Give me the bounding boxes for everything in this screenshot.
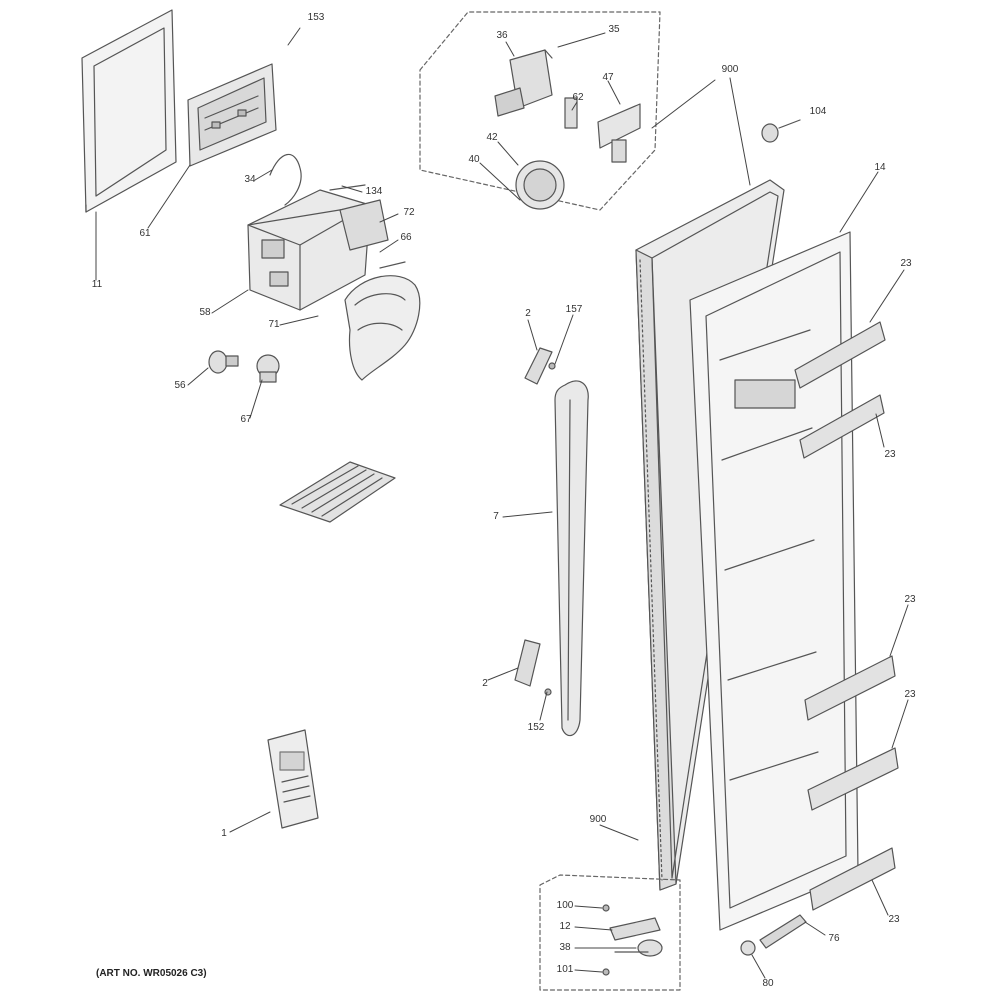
callout-42: 42 (486, 132, 498, 143)
callout-62: 62 (572, 92, 584, 103)
callout-100: 100 (556, 900, 574, 911)
callout-2-lower: 2 (482, 678, 488, 689)
callout-23-e: 23 (888, 914, 900, 925)
part-104 (761, 119, 801, 143)
callout-157: 157 (565, 304, 583, 315)
callout-23-d: 23 (904, 689, 916, 700)
installation-card (267, 729, 319, 829)
callout-35: 35 (608, 24, 620, 35)
callout-23-a: 23 (900, 258, 912, 269)
callout-23-c: 23 (904, 594, 916, 605)
callout-1: 1 (221, 828, 227, 839)
callout-72: 72 (403, 207, 415, 218)
door-handle (554, 380, 589, 737)
art-number: (ART NO. WR05026 C3) (96, 968, 207, 979)
leader-lines (95, 27, 909, 979)
callout-40: 40 (468, 154, 480, 165)
door-shelves (794, 321, 899, 911)
callout-34: 34 (244, 174, 256, 185)
handle-caps (514, 347, 556, 696)
callout-56: 56 (174, 380, 186, 391)
callout-7: 7 (493, 511, 499, 522)
small-parts-56-67 (208, 350, 280, 383)
callout-11: 11 (91, 279, 103, 290)
detail-hinge-parts (539, 874, 681, 991)
callout-36: 36 (496, 30, 508, 41)
callout-900-top: 900 (721, 64, 739, 75)
callout-101: 101 (556, 964, 574, 975)
callout-153: 153 (307, 12, 325, 23)
callout-47: 47 (602, 72, 614, 83)
callout-66: 66 (400, 232, 412, 243)
ice-chute-flap (344, 261, 421, 381)
callout-71-upper: 71 (268, 319, 280, 330)
callout-104: 104 (809, 106, 827, 117)
dispenser-grille (279, 461, 396, 523)
callout-900-bottom: 900 (589, 814, 607, 825)
detail-switch-parts (419, 11, 661, 211)
dispenser-control-panel (187, 63, 277, 167)
callout-152: 152 (527, 722, 545, 733)
callout-80: 80 (762, 978, 774, 989)
callout-134: 134 (365, 186, 383, 197)
dispenser-motor-assembly (247, 154, 389, 311)
callout-67: 67 (240, 414, 252, 425)
callout-38: 38 (559, 942, 571, 953)
parts-76-80 (740, 914, 807, 956)
door-gasket-frame (81, 9, 177, 213)
callout-14: 14 (874, 162, 886, 173)
callout-58: 58 (199, 307, 211, 318)
callout-76: 76 (828, 933, 840, 944)
callout-12: 12 (559, 921, 571, 932)
callout-2-upper: 2 (525, 308, 531, 319)
door-liner (689, 231, 859, 931)
callout-23-b: 23 (884, 449, 896, 460)
callout-61: 61 (139, 228, 151, 239)
